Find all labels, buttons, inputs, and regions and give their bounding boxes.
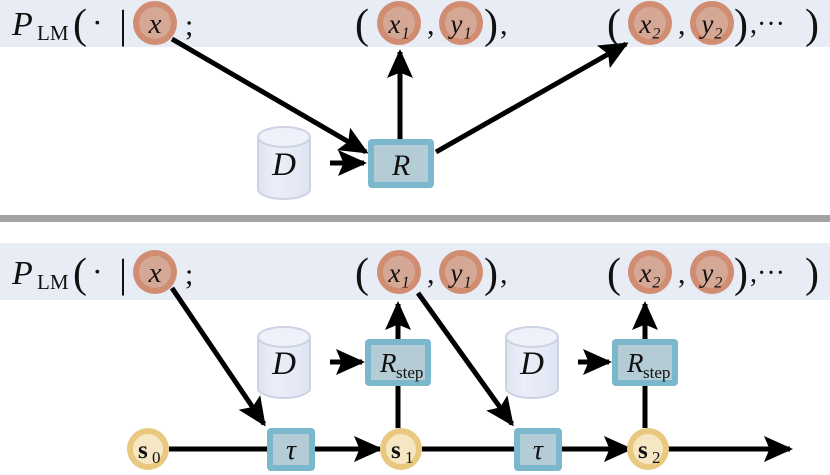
edge-reward-to-x2 [434,41,629,155]
bottom-mid-bar: | [119,251,127,296]
bottom-token-y2-label: y₂ [698,258,722,288]
reward-box [368,139,434,188]
token-x1-bottom [377,250,421,294]
bottom-formula-row: P LM ( · | x ; ( x₁ , y₁ ) , ( x₂ , y₂ )… [11,251,819,297]
bottom-dot: · [92,253,103,289]
top-token-x1-label: x₁ [387,9,409,39]
state-node-0-label: s [138,437,148,464]
dataset-cylinder-2 [505,326,559,399]
top-pair1-comma: , [427,8,435,41]
dataset-cylinder-label: D [271,147,296,183]
top-token-y1-label: y₁ [447,9,471,39]
bottom-close-paren: ) [805,251,819,297]
state-node-2-sublabel: 2 [652,448,661,467]
state-node-1-label: s [391,437,401,464]
top-pair2-comma: , [678,8,686,41]
top-mid-bar: | [119,2,127,47]
token-x2-bottom [628,250,672,294]
bottom-token-x1-label: x₁ [387,258,409,288]
bottom-token-x-label: x [148,257,162,289]
state-node-2 [627,428,669,470]
top-semicolon: ; [185,9,193,42]
top-pair2-open: ( [607,2,621,48]
token-y1-top [439,1,483,45]
token-y2-top [690,1,734,45]
state-node-0-sublabel: 0 [152,448,161,467]
dataset-cylinder [257,126,311,200]
top-dot: · [92,4,103,40]
top-formula-row: P LM ( · | x ; ( x₁ , y₁ ) , ( x₂ , y₂ )… [11,2,819,48]
token-x-top [133,1,177,45]
token-y1-bottom [439,250,483,294]
bottom-open-paren: ( [73,251,87,297]
step-reward-box-1-sublabel: step [396,363,423,382]
top-token-y2-label: y₂ [698,9,722,39]
top-close-paren: ) [805,2,819,48]
bottom-token-x2-label: x₂ [638,258,660,288]
step-reward-box-1 [365,339,431,386]
top-pair1-open: ( [355,2,369,48]
token-x2-top [628,1,672,45]
step-reward-box-2-sublabel: step [643,363,670,382]
bottom-pair2-close: ) [734,251,748,297]
bottom-ellipsis: ,··· [750,258,785,289]
dataset-cylinder-2-label: D [519,346,544,382]
bottom-pair1-trailing-comma: , [500,257,508,290]
top-ellipsis: ,··· [750,9,785,40]
bottom-p-prefix: P [11,255,33,292]
bottom-pair1-open: ( [355,251,369,297]
reward-box-label: R [391,149,410,182]
bottom-p-subscript: LM [37,270,69,294]
bottom-semicolon: ; [185,258,193,291]
bottom-token-y1-label: y₁ [447,258,471,288]
top-pair1-trailing-comma: , [500,8,508,41]
edge-x-to-reward [170,36,369,155]
transition-box-2 [514,428,562,471]
bottom-panel-edges [169,286,794,462]
top-panel-edges [170,36,629,176]
top-token-x-label: x [148,8,162,40]
bottom-pair2-comma: , [678,257,686,290]
top-p-prefix: P [11,6,33,43]
dataset-cylinder-1 [257,326,311,399]
step-reward-box-2-label: R [626,348,644,378]
top-pair2-close: ) [734,2,748,48]
edge-x1-to-tau2 [415,291,515,427]
state-node-1-sublabel: 1 [405,448,414,467]
token-y2-bottom [690,250,734,294]
dataset-cylinder-1-label: D [271,346,296,382]
token-x-bottom [133,250,177,294]
top-open-paren: ( [73,2,87,48]
state-node-0 [127,428,169,470]
top-token-x2-label: x₂ [638,9,660,39]
transition-box-1-label: τ [286,435,297,466]
transition-box-1 [267,428,315,471]
token-x1-top [377,1,421,45]
panel-divider [0,215,830,222]
bottom-pair2-open: ( [607,251,621,297]
bottom-pair1-comma: , [427,257,435,290]
state-node-1 [380,428,422,470]
top-pair1-close: ) [484,2,498,48]
edge-x-to-tau1 [169,286,267,427]
bottom-pair1-close: ) [484,251,498,297]
top-p-subscript: LM [37,21,69,45]
step-reward-box-2 [612,339,678,386]
step-reward-box-1-label: R [379,348,397,378]
state-node-2-label: s [638,437,648,464]
transition-box-2-label: τ [533,435,544,466]
